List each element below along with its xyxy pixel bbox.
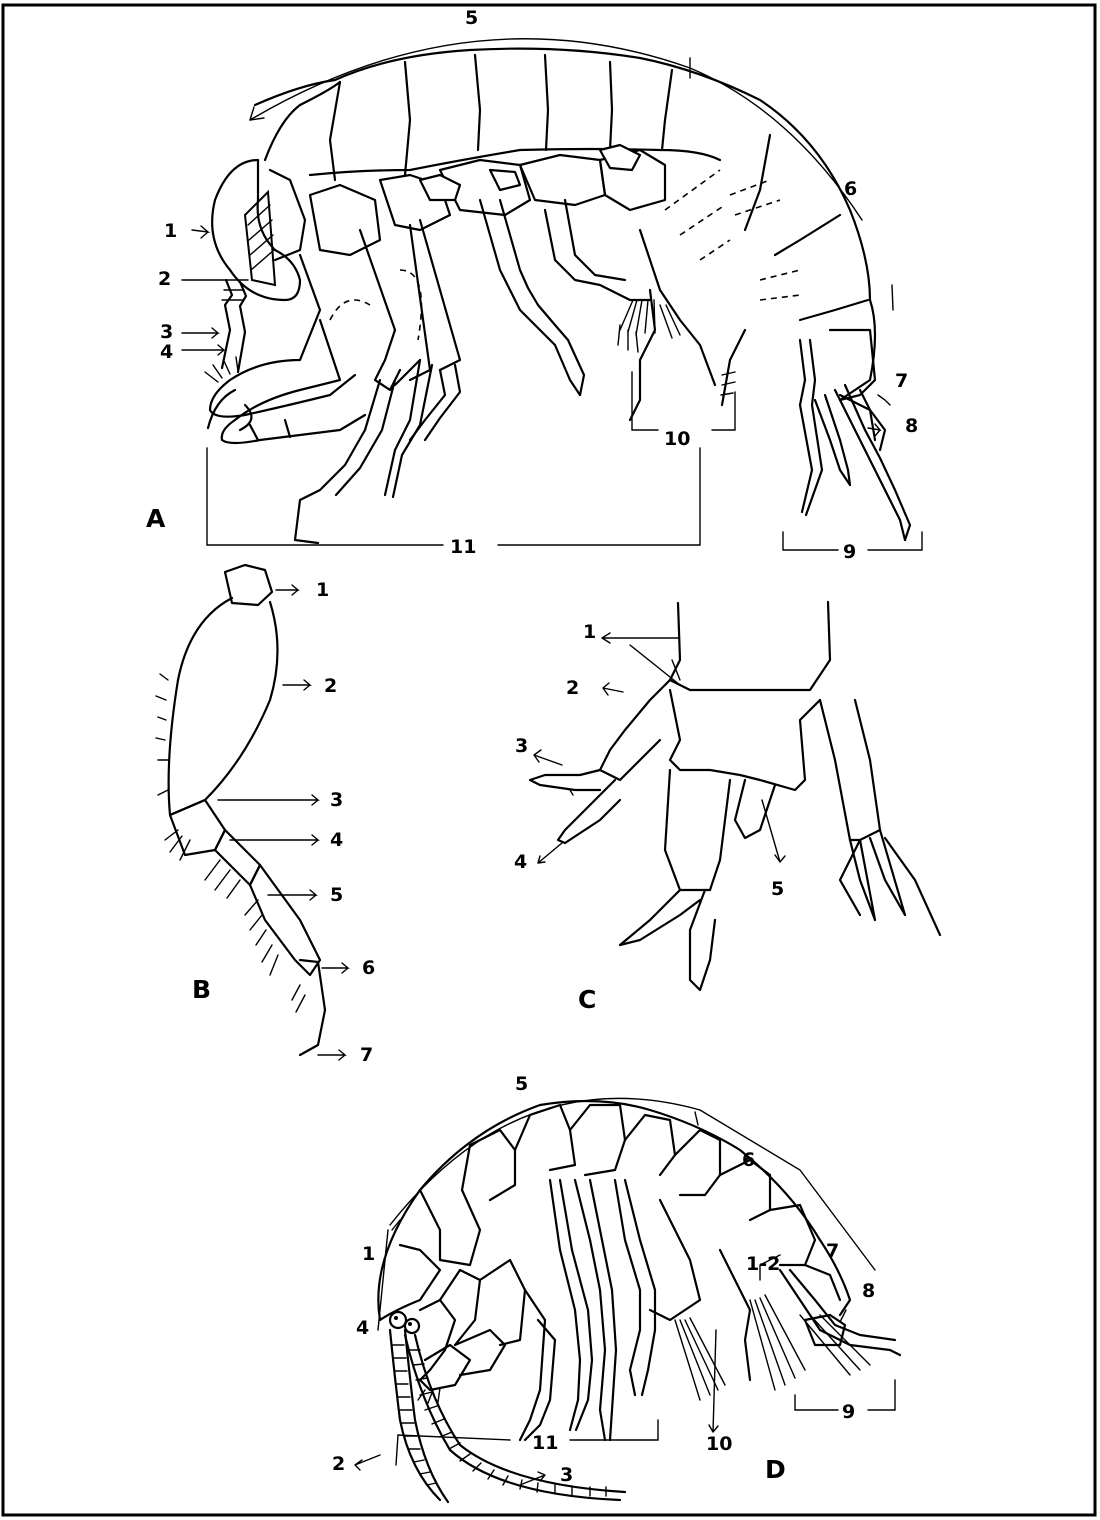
panel-c-label-4: 4 — [514, 851, 527, 873]
panel-b-label-4: 4 — [330, 829, 343, 851]
panel-a-label-2: 2 — [158, 268, 171, 290]
panel-d-letter: D — [765, 1455, 786, 1484]
panel-a-letter: A — [146, 504, 166, 533]
panel-b-label-2: 2 — [324, 675, 337, 697]
panel-a-label-7: 7 — [895, 370, 908, 392]
panel-b-label-5: 5 — [330, 884, 343, 906]
panel-b-letter: B — [192, 975, 211, 1004]
panel-d-label-9: 9 — [842, 1401, 855, 1423]
panel-a-label-6: 6 — [844, 178, 857, 200]
panel-c-letter: C — [578, 985, 596, 1014]
panel-b-label-3: 3 — [330, 789, 343, 811]
panel-b-label-1: 1 — [316, 579, 329, 601]
panel-c-label-1: 1 — [583, 621, 596, 643]
panel-a-label-5: 5 — [465, 7, 478, 29]
panel-d-label-4: 4 — [356, 1317, 369, 1339]
panel-d-label-5: 5 — [515, 1073, 528, 1095]
panel-a-label-10: 10 — [664, 428, 690, 450]
panel-d-label-8: 8 — [862, 1280, 875, 1302]
panel-a-label-4: 4 — [160, 341, 173, 363]
panel-b-label-7: 7 — [360, 1044, 373, 1066]
panel-a-label-9: 9 — [843, 541, 856, 563]
panel-c-label-5: 5 — [771, 878, 784, 900]
panel-a-drawing — [182, 39, 922, 550]
panel-c-drawing — [530, 602, 940, 990]
panel-d-label-1-2: 1-2 — [746, 1253, 780, 1275]
panel-a-label-11: 11 — [450, 536, 476, 558]
panel-c-label-3: 3 — [515, 735, 528, 757]
panel-d-label-1: 1 — [362, 1243, 375, 1265]
panel-d-label-6: 6 — [742, 1149, 755, 1171]
panel-d-drawing — [355, 1098, 900, 1502]
panel-c-label-2: 2 — [566, 677, 579, 699]
panel-d-label-10: 10 — [706, 1433, 732, 1455]
panel-a-label-1: 1 — [164, 220, 177, 242]
panel-b-label-6: 6 — [362, 957, 375, 979]
panel-d-label-3: 3 — [560, 1464, 573, 1486]
panel-b-drawing — [156, 565, 348, 1060]
panel-d-label-11: 11 — [532, 1432, 558, 1454]
panel-a-label-8: 8 — [905, 415, 918, 437]
panel-d-label-7: 7 — [826, 1240, 839, 1262]
panel-a-label-3: 3 — [160, 321, 173, 343]
panel-d-label-2: 2 — [332, 1453, 345, 1475]
